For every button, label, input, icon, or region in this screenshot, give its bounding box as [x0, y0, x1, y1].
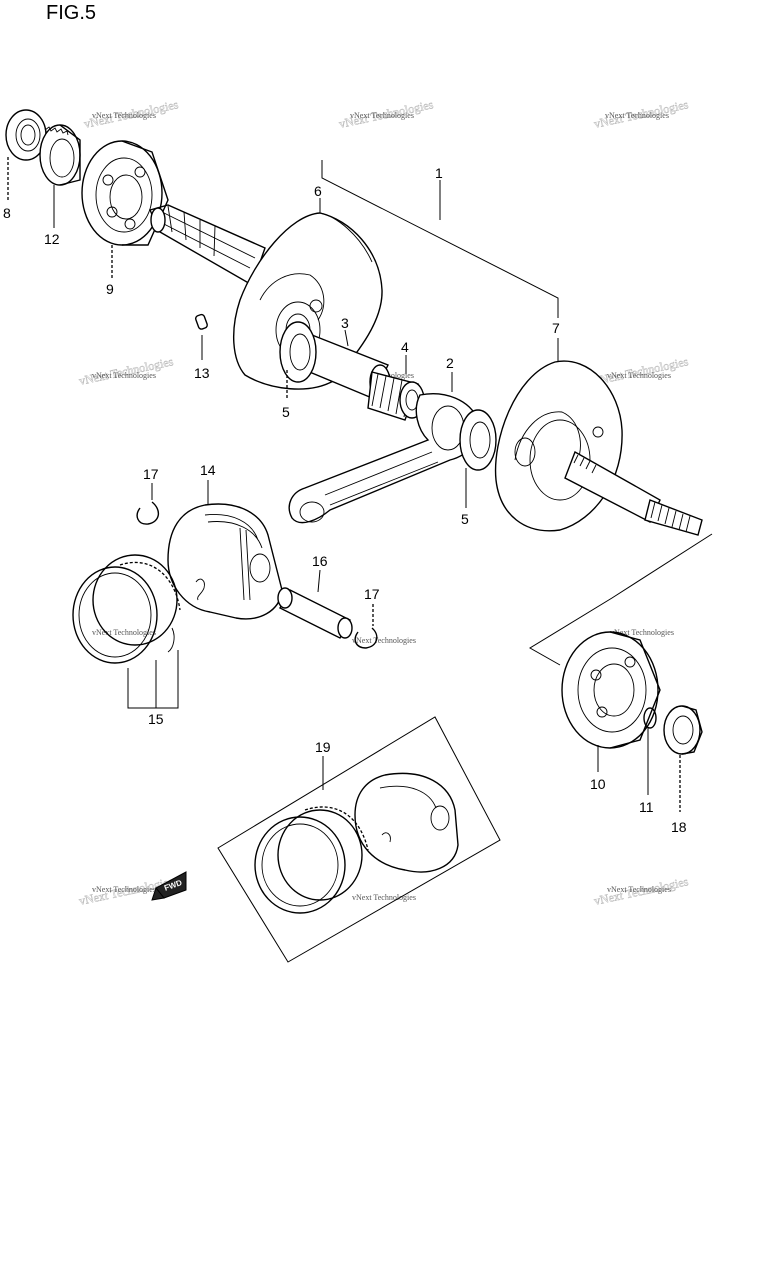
- watermark-text: vNext Technologies: [92, 111, 156, 120]
- callout-17a: 17: [143, 466, 159, 482]
- watermark-text: vNext Technologies: [610, 628, 674, 637]
- bearing-left: [81, 140, 169, 246]
- callout-13: 13: [194, 365, 210, 381]
- callout-14: 14: [200, 462, 216, 478]
- piston-pin: [277, 587, 353, 639]
- callout-7: 7: [552, 320, 560, 336]
- right-bearing-bracket: [529, 533, 713, 666]
- callout-16: 16: [312, 553, 328, 569]
- callout-numbers: 1 2 3 4 5 5 6 7 8 9 10 11 12 13 14 15 16…: [3, 165, 687, 835]
- figure-title: FIG.5: [46, 2, 97, 24]
- watermark-text: vNext Technologies: [607, 885, 671, 894]
- fwd-arrow-icon: FWD: [151, 871, 187, 901]
- callout-3: 3: [341, 315, 349, 331]
- callout-17b: 17: [364, 586, 380, 602]
- callout-5b: 5: [461, 511, 469, 527]
- callout-leader-15: [127, 650, 179, 709]
- callout-18: 18: [671, 819, 687, 835]
- dowel-pin: [194, 313, 208, 330]
- callout-12: 12: [44, 231, 60, 247]
- oil-seal-right: [663, 705, 703, 755]
- thrust-washer-left: [279, 321, 317, 383]
- callout-leader-16: [317, 569, 321, 593]
- o-ring: [643, 707, 657, 729]
- watermark-text: vNext Technologies: [605, 111, 669, 120]
- callout-leader-3: [344, 329, 349, 347]
- circlip-right: [354, 627, 378, 649]
- callout-1: 1: [435, 165, 443, 181]
- callout-2: 2: [446, 355, 454, 371]
- watermark-text: vNext Technologies: [352, 893, 416, 902]
- piston-rings: [72, 554, 181, 664]
- drive-gear: [39, 124, 81, 186]
- callout-9: 9: [106, 281, 114, 297]
- callout-19: 19: [315, 739, 331, 755]
- circlip-left: [136, 501, 159, 525]
- crankshaft-right-shaft: [564, 450, 703, 536]
- watermark-text: vNext Technologies: [352, 636, 416, 645]
- watermark-text: vNext Technologies: [92, 628, 156, 637]
- callout-5a: 5: [282, 404, 290, 420]
- callout-10: 10: [590, 776, 606, 792]
- crank-web-right: [494, 360, 623, 532]
- thrust-washer-right: [459, 409, 497, 471]
- watermark-text: vNext Technologies: [92, 371, 156, 380]
- bearing-right: [561, 631, 661, 749]
- watermark-text: vNext Technologies: [607, 371, 671, 380]
- crankshaft-left-shaft: [149, 204, 266, 287]
- callout-15: 15: [148, 711, 164, 727]
- callout-11: 11: [639, 799, 654, 815]
- needle-bearing: [367, 371, 425, 421]
- crankshaft-assembly-bracket: [321, 160, 559, 318]
- callout-8: 8: [3, 205, 11, 221]
- watermark-text: vNext Technologies: [92, 885, 156, 894]
- piston: [167, 503, 283, 620]
- piston-ring-set: [217, 716, 501, 963]
- piston-set-frame: [217, 716, 501, 963]
- watermark-text: vNext Technologies: [350, 111, 414, 120]
- callout-6: 6: [314, 183, 322, 199]
- callout-4: 4: [401, 339, 409, 355]
